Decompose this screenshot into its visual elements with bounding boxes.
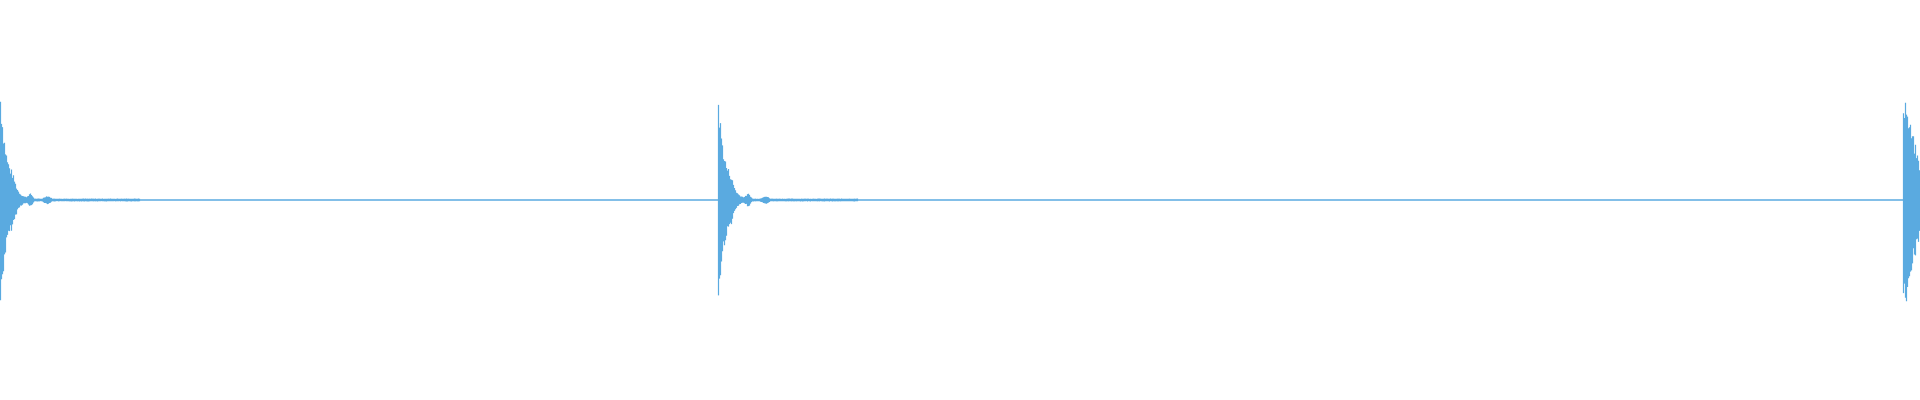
waveform-transient-1 — [0, 101, 141, 301]
waveform-transients — [0, 101, 1920, 302]
waveform-transient-2 — [717, 104, 859, 296]
waveform-transient-3 — [1902, 102, 1920, 302]
